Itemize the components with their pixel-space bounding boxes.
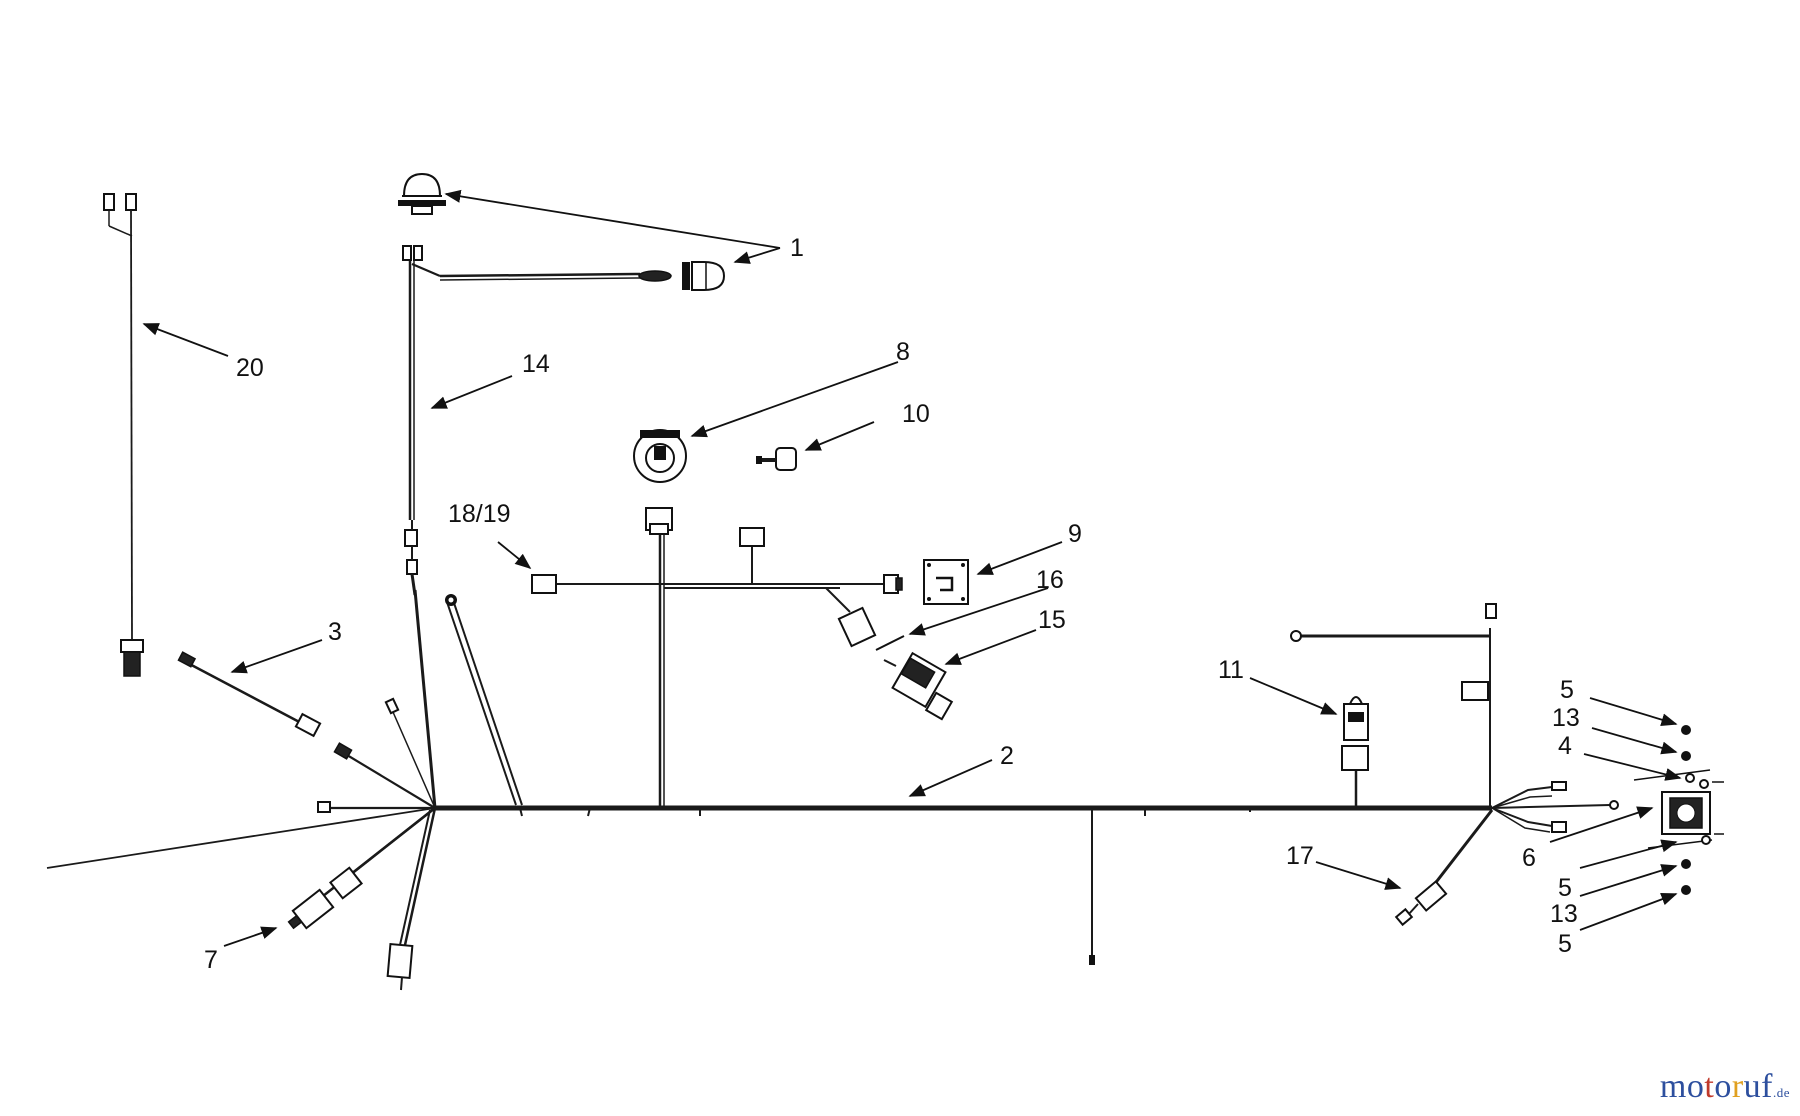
solenoid-15: [883, 651, 954, 721]
callout-7: 7: [204, 946, 218, 974]
callout-9: 9: [1068, 520, 1082, 548]
callout-16: 16: [1036, 566, 1064, 594]
fuse-16: [875, 635, 905, 651]
callout-4: 4: [1558, 732, 1572, 760]
watermark-part: uf: [1743, 1068, 1773, 1105]
switch-block-4: [1633, 769, 1724, 849]
callout-1: 1: [790, 234, 804, 262]
relay-plate-9: [923, 559, 969, 605]
callout-14: 14: [522, 350, 550, 378]
connector-7: [287, 866, 364, 930]
callout-20: 20: [236, 354, 264, 382]
right-branch: [1290, 603, 1619, 927]
watermark-part: t: [1704, 1068, 1715, 1105]
callout-5-middle: 5: [1558, 874, 1572, 902]
lower-connector: [386, 943, 414, 991]
watermark-logo: motoruf.de: [1660, 1068, 1790, 1106]
connector-3: [177, 651, 322, 738]
callout-3: 3: [328, 618, 342, 646]
callout-5-top: 5: [1560, 676, 1574, 704]
callout-arrows: [142, 189, 1682, 947]
fasteners-5-13: [1681, 725, 1695, 895]
watermark-part: mo: [1659, 1068, 1705, 1105]
key-10: [756, 447, 797, 471]
callout-labels: 1 20 14 8 10 18/19 9 16 15 3 2 7 11 17 5…: [204, 234, 1580, 974]
callout-2: 2: [1000, 742, 1014, 770]
left-junction: [46, 589, 523, 946]
callout-13-top: 13: [1552, 704, 1580, 732]
headlight-lower: [682, 261, 726, 291]
ignition-switch-8: [633, 429, 687, 483]
callout-13-bottom: 13: [1550, 900, 1578, 928]
watermark-part: o: [1714, 1068, 1732, 1105]
callout-17: 17: [1286, 842, 1314, 870]
callout-10: 10: [902, 400, 930, 428]
headlight-upper: [398, 172, 446, 215]
callout-5-bottom: 5: [1558, 930, 1572, 958]
callout-11: 11: [1218, 656, 1244, 684]
center-branch: [531, 507, 903, 808]
callout-6: 6: [1522, 844, 1536, 872]
main-harness: [435, 805, 1492, 965]
callout-8: 8: [896, 338, 910, 366]
headlight-harness-14: [402, 245, 672, 596]
watermark-part: r: [1731, 1068, 1744, 1105]
watermark-tld: .de: [1772, 1085, 1790, 1100]
callout-15: 15: [1038, 606, 1066, 634]
callout-18-19: 18/19: [448, 500, 511, 528]
harness-20: [103, 193, 144, 677]
